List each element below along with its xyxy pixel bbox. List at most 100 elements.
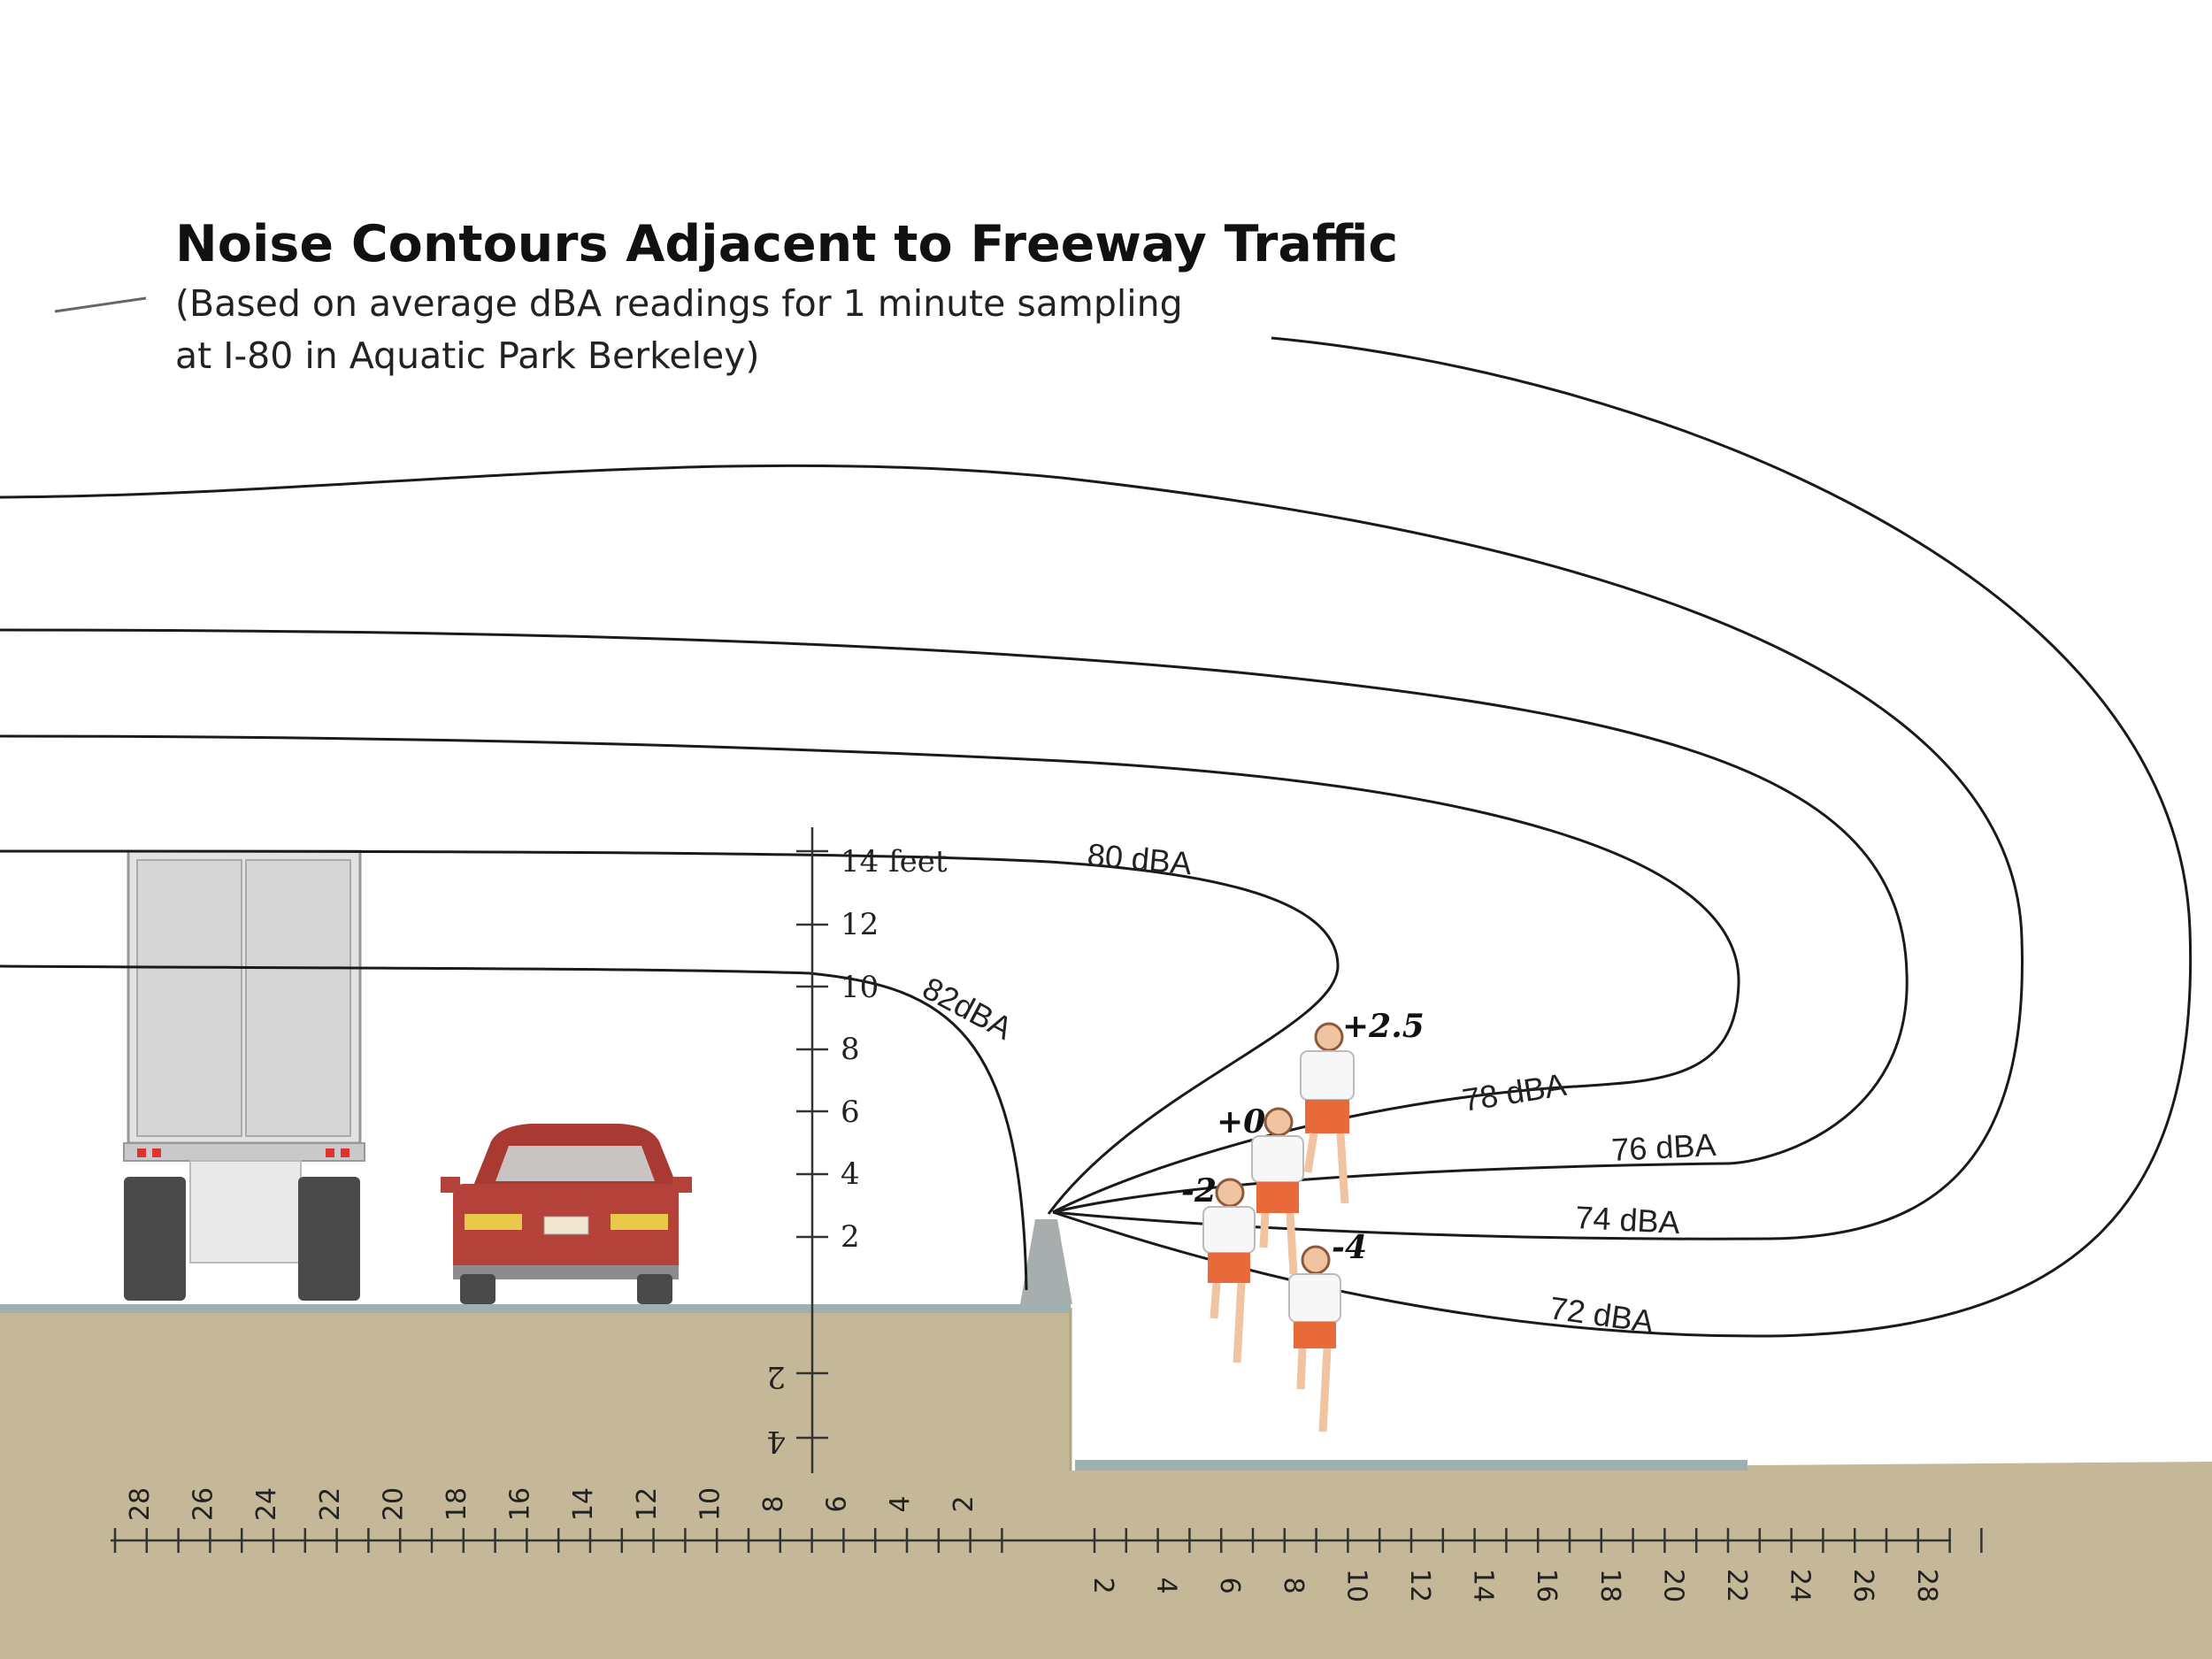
horizontal-label-left: 4 bbox=[885, 1495, 916, 1512]
horizontal-label-right: 24 bbox=[1785, 1569, 1816, 1602]
runner-shirt bbox=[1202, 1206, 1256, 1254]
contour-label-82dba: 82dBA bbox=[917, 970, 1018, 1047]
contour-80dba bbox=[0, 849, 1340, 1215]
horizontal-label-right: 26 bbox=[1847, 1569, 1878, 1602]
horizontal-label-right: 22 bbox=[1721, 1569, 1752, 1602]
truck-tail-light-right bbox=[326, 1148, 334, 1157]
freeway-embankment bbox=[0, 1308, 1071, 1659]
car-wheel-right bbox=[637, 1274, 672, 1304]
horizontal-label-right: 16 bbox=[1531, 1569, 1562, 1602]
runner-label-minus-4: -4 bbox=[1332, 1229, 1367, 1266]
runners: +2.5 +0 -2 -4 bbox=[1181, 1008, 1425, 1432]
runner-head bbox=[1215, 1178, 1245, 1208]
vertical-label-4: 4 bbox=[841, 1156, 860, 1192]
contour-82dba bbox=[0, 964, 1028, 1291]
horizontal-label-left: 22 bbox=[315, 1487, 346, 1521]
truck-tail-light-right-2 bbox=[341, 1148, 349, 1157]
contour-label-80dba: 80 dBA bbox=[1086, 836, 1193, 881]
horizontal-label-left: 26 bbox=[188, 1487, 219, 1521]
horizontal-label-left: 28 bbox=[125, 1487, 156, 1521]
vertical-label-10: 10 bbox=[841, 970, 879, 1005]
runner-shorts bbox=[1256, 1182, 1299, 1213]
vertical-label-14-feet: 14 feet bbox=[841, 844, 948, 879]
vertical-label-minus-2: 2 bbox=[766, 1359, 786, 1394]
car-rear-window bbox=[495, 1146, 655, 1181]
horizontal-label-left: 8 bbox=[758, 1495, 789, 1512]
runner-label-plus-2-5: +2.5 bbox=[1342, 1008, 1425, 1045]
car-wheel-left bbox=[460, 1274, 495, 1304]
truck-wheel-right bbox=[298, 1177, 360, 1301]
vertical-label-minus-4: 4 bbox=[766, 1424, 786, 1459]
horizontal-label-left: 12 bbox=[632, 1487, 663, 1521]
horizontal-label-right: 12 bbox=[1404, 1569, 1435, 1602]
horizontal-label-left: 16 bbox=[505, 1487, 536, 1521]
runner-shorts bbox=[1305, 1100, 1349, 1133]
runner-plus-0 bbox=[1251, 1107, 1304, 1275]
car-tail-light-left bbox=[465, 1214, 522, 1230]
contour-label-72dba: 72 dBA bbox=[1548, 1289, 1656, 1340]
noise-contours: 82dBA 80 dBA 78 dBA 76 dBA 74 dBA 72 dBA bbox=[0, 336, 2193, 1340]
contour-label-78dba: 78 dBA bbox=[1460, 1066, 1569, 1118]
truck-undercarriage bbox=[189, 1160, 302, 1263]
vertical-label-6: 6 bbox=[841, 1094, 860, 1130]
runner-shirt bbox=[1300, 1050, 1355, 1101]
horizontal-label-left: 10 bbox=[695, 1487, 726, 1521]
truck-door-left bbox=[136, 859, 242, 1137]
truck-tail-light-left-2 bbox=[152, 1148, 161, 1157]
horizontal-label-left: 20 bbox=[378, 1487, 409, 1521]
freeway-road-surface bbox=[0, 1304, 1071, 1313]
horizontal-label-right: 18 bbox=[1594, 1569, 1625, 1602]
contour-78dba bbox=[0, 734, 1740, 1214]
title-accent-line bbox=[54, 296, 147, 313]
vertical-axis: 14 feet 12 10 8 6 4 2 2 4 bbox=[766, 827, 948, 1473]
horizontal-label-left: 2 bbox=[949, 1495, 979, 1512]
horizontal-label-right: 28 bbox=[1911, 1569, 1942, 1602]
diagram-subtitle-line2: at I-80 in Aquatic Park Berkeley) bbox=[175, 334, 759, 377]
horizontal-label-left: 24 bbox=[251, 1487, 282, 1521]
car-tail-light-right bbox=[611, 1214, 668, 1230]
runner-legs bbox=[1303, 1133, 1349, 1204]
runner-legs bbox=[1210, 1282, 1246, 1363]
sound-barrier bbox=[1020, 1219, 1072, 1304]
car-mirror-right bbox=[672, 1177, 692, 1193]
vertical-label-12: 12 bbox=[841, 907, 879, 942]
runner-minus-2 bbox=[1202, 1178, 1256, 1363]
runner-label-plus-0: +0 bbox=[1217, 1103, 1265, 1141]
horizontal-label-left: 14 bbox=[568, 1487, 599, 1521]
truck-tail-light-left bbox=[137, 1148, 146, 1157]
contour-76dba bbox=[0, 628, 1909, 1214]
runner-plus-2-5 bbox=[1300, 1022, 1355, 1204]
horizontal-label-right: 14 bbox=[1468, 1569, 1499, 1602]
park-path bbox=[1075, 1460, 1747, 1471]
horizontal-label-right: 6 bbox=[1214, 1577, 1245, 1594]
park-ground bbox=[1071, 1462, 2212, 1659]
contour-74dba bbox=[0, 464, 2024, 1240]
runner-shirt bbox=[1251, 1135, 1304, 1183]
horizontal-label-left: 18 bbox=[442, 1487, 472, 1521]
contour-label-76dba: 76 dBA bbox=[1610, 1126, 1717, 1168]
runner-shirt bbox=[1288, 1273, 1341, 1323]
truck-door-right bbox=[245, 859, 351, 1137]
runner-label-minus-2: -2 bbox=[1181, 1172, 1217, 1210]
runner-shorts bbox=[1208, 1253, 1250, 1283]
contour-label-74dba: 74 dBA bbox=[1575, 1199, 1681, 1240]
horizontal-label-right: 10 bbox=[1340, 1569, 1371, 1602]
car-mirror-left bbox=[441, 1177, 460, 1193]
car-bumper bbox=[453, 1265, 679, 1279]
horizontal-label-left: 6 bbox=[822, 1495, 853, 1512]
horizontal-label-right: 8 bbox=[1278, 1577, 1309, 1594]
vertical-label-2: 2 bbox=[841, 1219, 860, 1255]
ground bbox=[0, 1304, 2212, 1659]
runner-legs bbox=[1296, 1348, 1332, 1432]
horizontal-label-right: 4 bbox=[1151, 1577, 1182, 1594]
truck bbox=[123, 849, 365, 1301]
diagram-title: Noise Contours Adjacent to Freeway Traff… bbox=[175, 215, 1398, 273]
car bbox=[441, 1124, 692, 1304]
horizontal-label-right: 2 bbox=[1087, 1577, 1118, 1594]
diagram-subtitle-line1: (Based on average dBA readings for 1 min… bbox=[175, 282, 1183, 325]
runner-legs bbox=[1259, 1212, 1298, 1275]
runner-head bbox=[1314, 1022, 1344, 1052]
